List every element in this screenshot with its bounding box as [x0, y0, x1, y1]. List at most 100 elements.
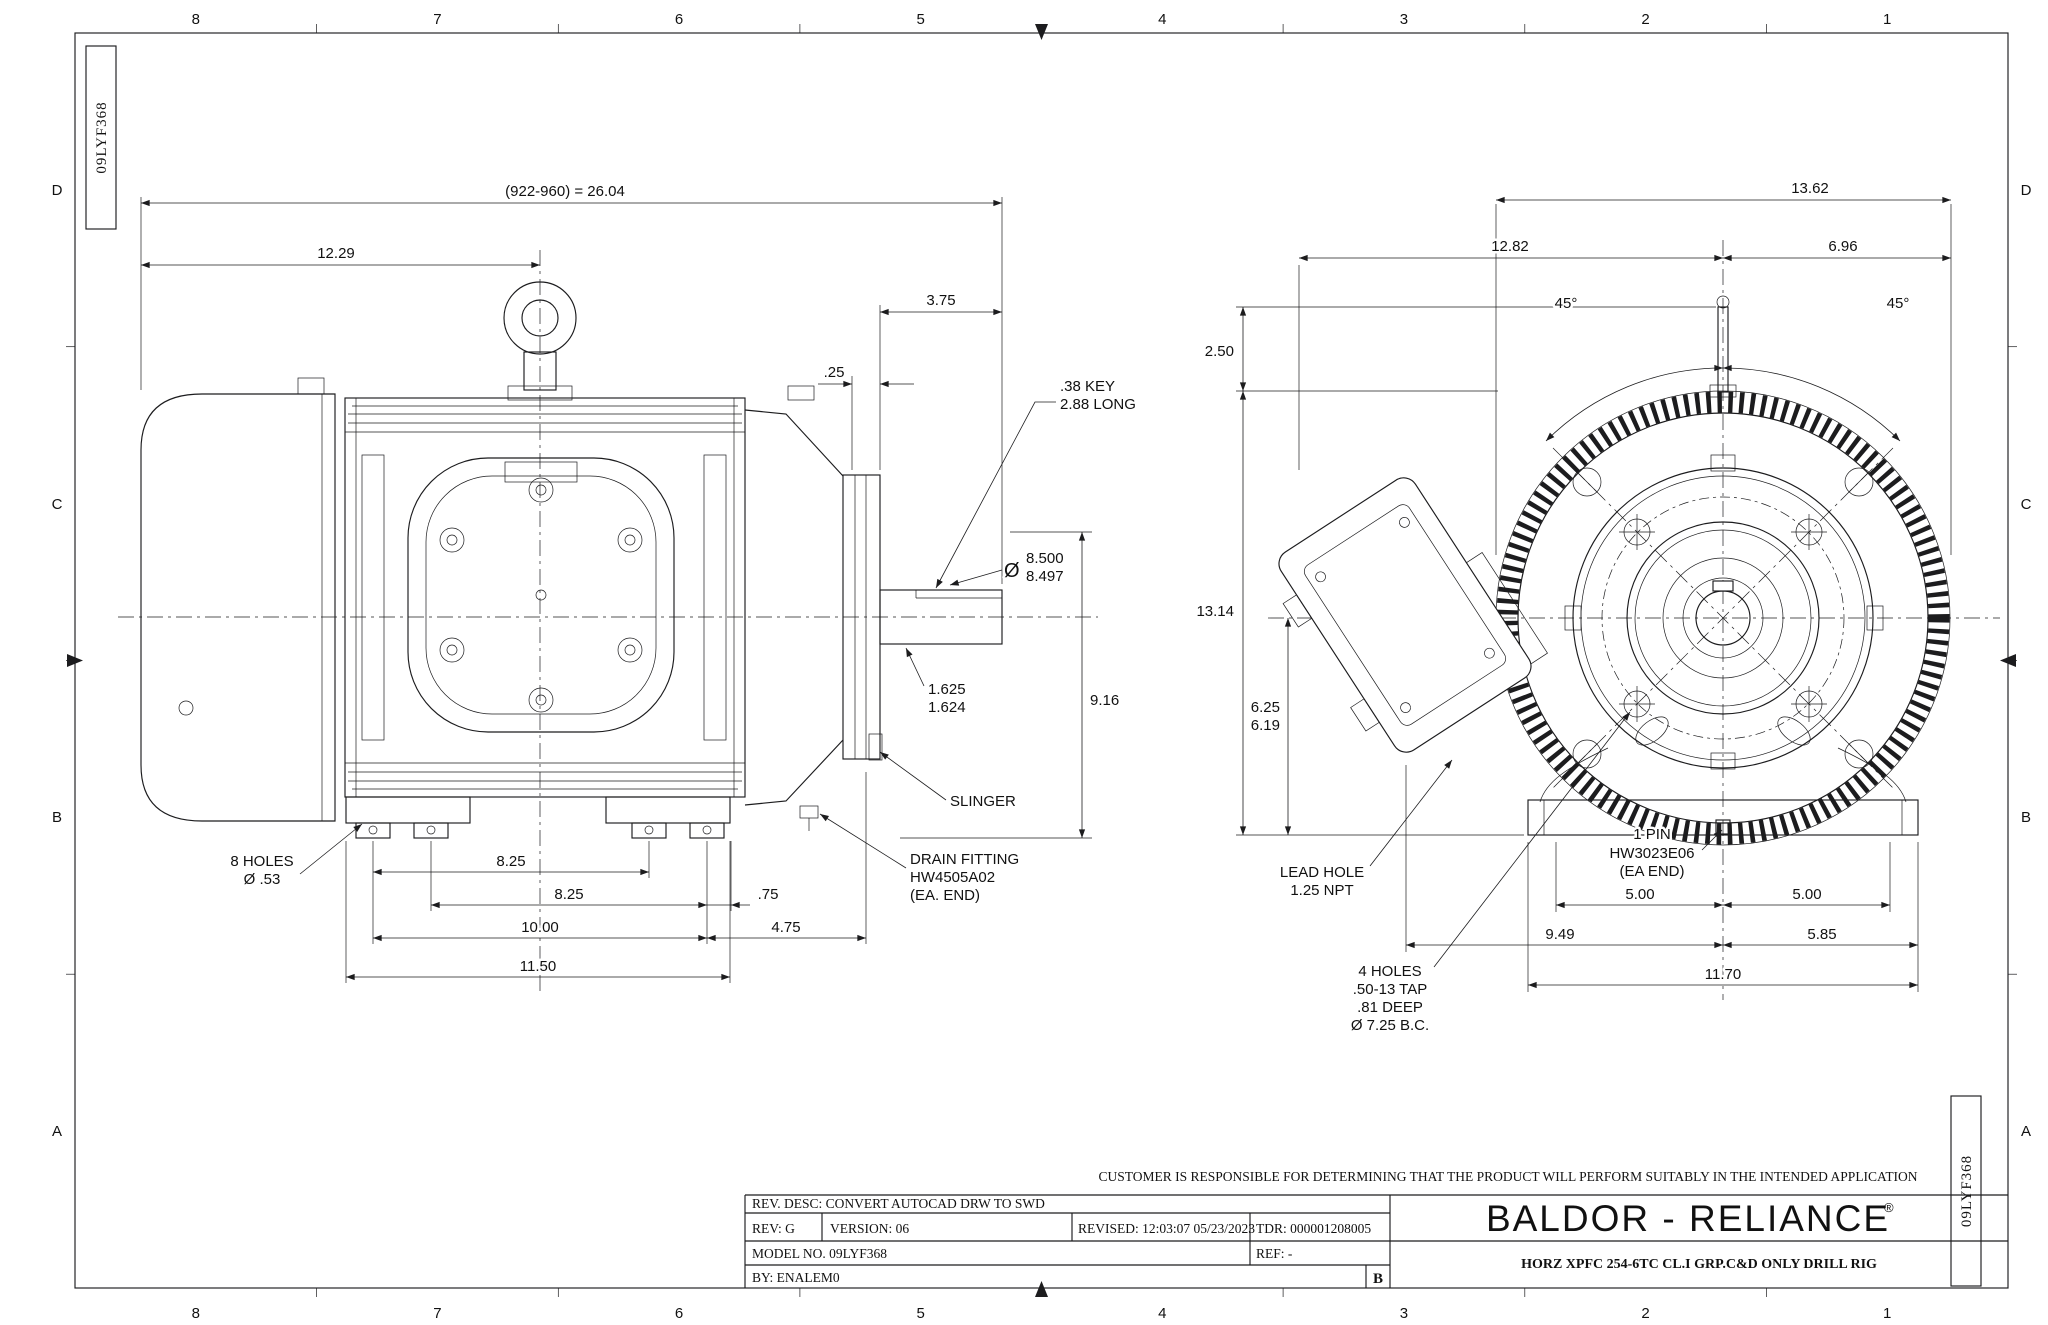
dim-1625-label: 1.625 [928, 681, 966, 698]
zone-col-bottom-5: 5 [917, 1305, 925, 1322]
zone-row-left-c: C [52, 496, 63, 513]
lead-hole-line2: 1.25 NPT [1290, 882, 1353, 899]
dim-e-left: 5.00 [1556, 884, 1723, 909]
side-view-end-bell [744, 385, 883, 831]
dim-916: 9.16 [1078, 532, 1122, 838]
note-drain-fitting: DRAIN FITTING HW4505A02 (EA. END) [819, 813, 1022, 907]
dim-500l-label: 5.00 [1625, 886, 1654, 903]
dim-025-label: .25 [824, 364, 845, 381]
centering-mark-left-icon [67, 654, 83, 667]
side-view-feet [345, 796, 731, 839]
end-view-face [1564, 454, 1884, 770]
title-description: HORZ XPFC 254-6TC CL.I GRP.C&D ONLY DRIL… [1521, 1257, 1877, 1272]
tap-note-line3: .81 DEEP [1357, 999, 1423, 1016]
dim-1229-label: 12.29 [317, 245, 355, 262]
lead-hole-line1: LEAD HOLE [1280, 864, 1364, 881]
customer-note: CUSTOMER IS RESPONSIBLE FOR DETERMINING … [1098, 1169, 1917, 1184]
side-view-motor-body [344, 397, 746, 798]
dim-375-label: 3.75 [926, 292, 955, 309]
brand-logo: BALDOR - RELIANCE [1486, 1198, 1890, 1239]
note-slinger: SLINGER [879, 751, 1019, 813]
dim-overall-height: 13.14 [1194, 391, 1247, 835]
dia-symbol: Ø [1004, 560, 1020, 582]
dim-shaft-height: 6.25 6.19 [1248, 618, 1292, 835]
dim-916-label: 9.16 [1090, 692, 1119, 709]
tap-note-line1: 4 HOLES [1358, 963, 1421, 980]
dim-ba: 4.75 [707, 917, 866, 942]
tap-note-line4: Ø 7.25 B.C. [1351, 1017, 1429, 1034]
dim-slinger-gap: .25 [818, 362, 914, 388]
zone-col-top-3: 3 [1400, 11, 1408, 28]
end-view-keyway [1712, 580, 1734, 592]
note-shaft-key: .38 KEY 2.88 LONG [935, 376, 1138, 589]
dim-1624-label: 1.624 [928, 699, 966, 716]
title-sheet-size: B [1373, 1271, 1383, 1287]
zone-col-top-7: 7 [433, 11, 441, 28]
dim-949-label: 9.49 [1545, 926, 1574, 943]
dim-1150-label: 11.50 [520, 958, 556, 975]
holes-note-line2: Ø .53 [244, 871, 281, 888]
dim-box-to-centerline: 12.82 [1299, 236, 1723, 262]
end-view-bottom-pin [1715, 819, 1731, 835]
doc-number-top-left: 09LYF368 [94, 101, 110, 173]
dim-250-label: 2.50 [1205, 343, 1234, 360]
dim-1282-label: 12.82 [1491, 238, 1529, 255]
title-revised: REVISED: 12:03:07 05/23/2023 [1078, 1221, 1255, 1236]
note-lead-hole: LEAD HOLE 1.25 NPT [1277, 759, 1453, 902]
note-tapped-holes: 4 HOLES .50-13 TAP .81 DEEP Ø 7.25 B.C. [1348, 711, 1631, 1037]
title-rev: REV: G [752, 1221, 795, 1236]
dim-shaft-extension: 3.75 [880, 290, 1002, 316]
tap-note-line2: .50-13 TAP [1353, 981, 1428, 998]
dim-shaft-diameter: 1.625 1.624 [905, 647, 968, 719]
dim-1314-label: 13.14 [1196, 603, 1234, 620]
title-version: VERSION: 06 [830, 1221, 909, 1236]
dim-475-label: 4.75 [771, 919, 800, 936]
brand-registered-icon: ® [1884, 1200, 1894, 1215]
side-view-drain-fitting [799, 805, 819, 831]
dim-825b-label: 8.25 [554, 886, 583, 903]
zone-col-top-6: 6 [675, 11, 683, 28]
dim-1000-label: 10.00 [521, 919, 559, 936]
dim-cl-to-foot: 5.85 [1723, 924, 1918, 949]
zone-col-bottom-4: 4 [1158, 1305, 1166, 1322]
sheet-frame: 8 7 6 5 4 3 2 1 8 7 6 5 4 3 2 1 D C B A … [52, 11, 2032, 1322]
title-model-no: MODEL NO. 09LYF368 [752, 1246, 887, 1261]
centering-mark-bottom-icon [1035, 1281, 1048, 1297]
zone-row-left-d: D [52, 182, 63, 199]
dim-8500-label: 8.500 [1026, 550, 1064, 567]
zone-col-top-2: 2 [1641, 11, 1649, 28]
zone-col-top-4: 4 [1158, 11, 1166, 28]
dim-619-label: 6.19 [1251, 717, 1280, 734]
zone-col-bottom-2: 2 [1641, 1305, 1649, 1322]
note-mounting-holes: 8 HOLES Ø .53 [228, 823, 363, 891]
zone-col-bottom-7: 7 [433, 1305, 441, 1322]
title-by: BY: ENALEM0 [752, 1270, 840, 1285]
zone-col-bottom-8: 8 [192, 1305, 200, 1322]
dim-angle-right: 45° [1722, 293, 1912, 442]
dim-e-right: 5.00 [1723, 884, 1890, 909]
dim-825a-label: 8.25 [496, 853, 525, 870]
title-tdr: TDR: 000001208005 [1256, 1221, 1371, 1236]
dim-696-label: 6.96 [1828, 238, 1857, 255]
dim-feet-length: 11.50 [346, 956, 730, 981]
dim-45-right-label: 45° [1887, 295, 1910, 312]
end-view-bolt-circle [1601, 496, 1845, 740]
pin-note-line3: (EA END) [1619, 863, 1684, 880]
doc-number-box-top-left: 09LYF368 [85, 45, 117, 230]
dim-585-label: 5.85 [1807, 926, 1836, 943]
slinger-label: SLINGER [950, 793, 1016, 810]
drain-note-line2: HW4505A02 [910, 869, 995, 886]
side-view-center-plate [407, 457, 675, 733]
zone-row-left-a: A [52, 1123, 62, 1140]
dim-overall-length-label: (922-960) = 26.04 [505, 183, 625, 200]
doc-number-bottom-right: 09LYF368 [1959, 1155, 1975, 1227]
note-pin: 1 PIN HW3023E06 (EA END) [1607, 824, 1723, 883]
dim-register-diameter: Ø 8.500 8.497 [949, 548, 1066, 588]
dim-1170-label: 11.70 [1705, 966, 1741, 983]
dim-45-left-label: 45° [1555, 295, 1578, 312]
zone-col-bottom-1: 1 [1883, 1305, 1891, 1322]
pin-note-line1: 1 PIN [1633, 826, 1671, 843]
zone-col-bottom-3: 3 [1400, 1305, 1408, 1322]
end-view-screws [1572, 467, 1874, 769]
